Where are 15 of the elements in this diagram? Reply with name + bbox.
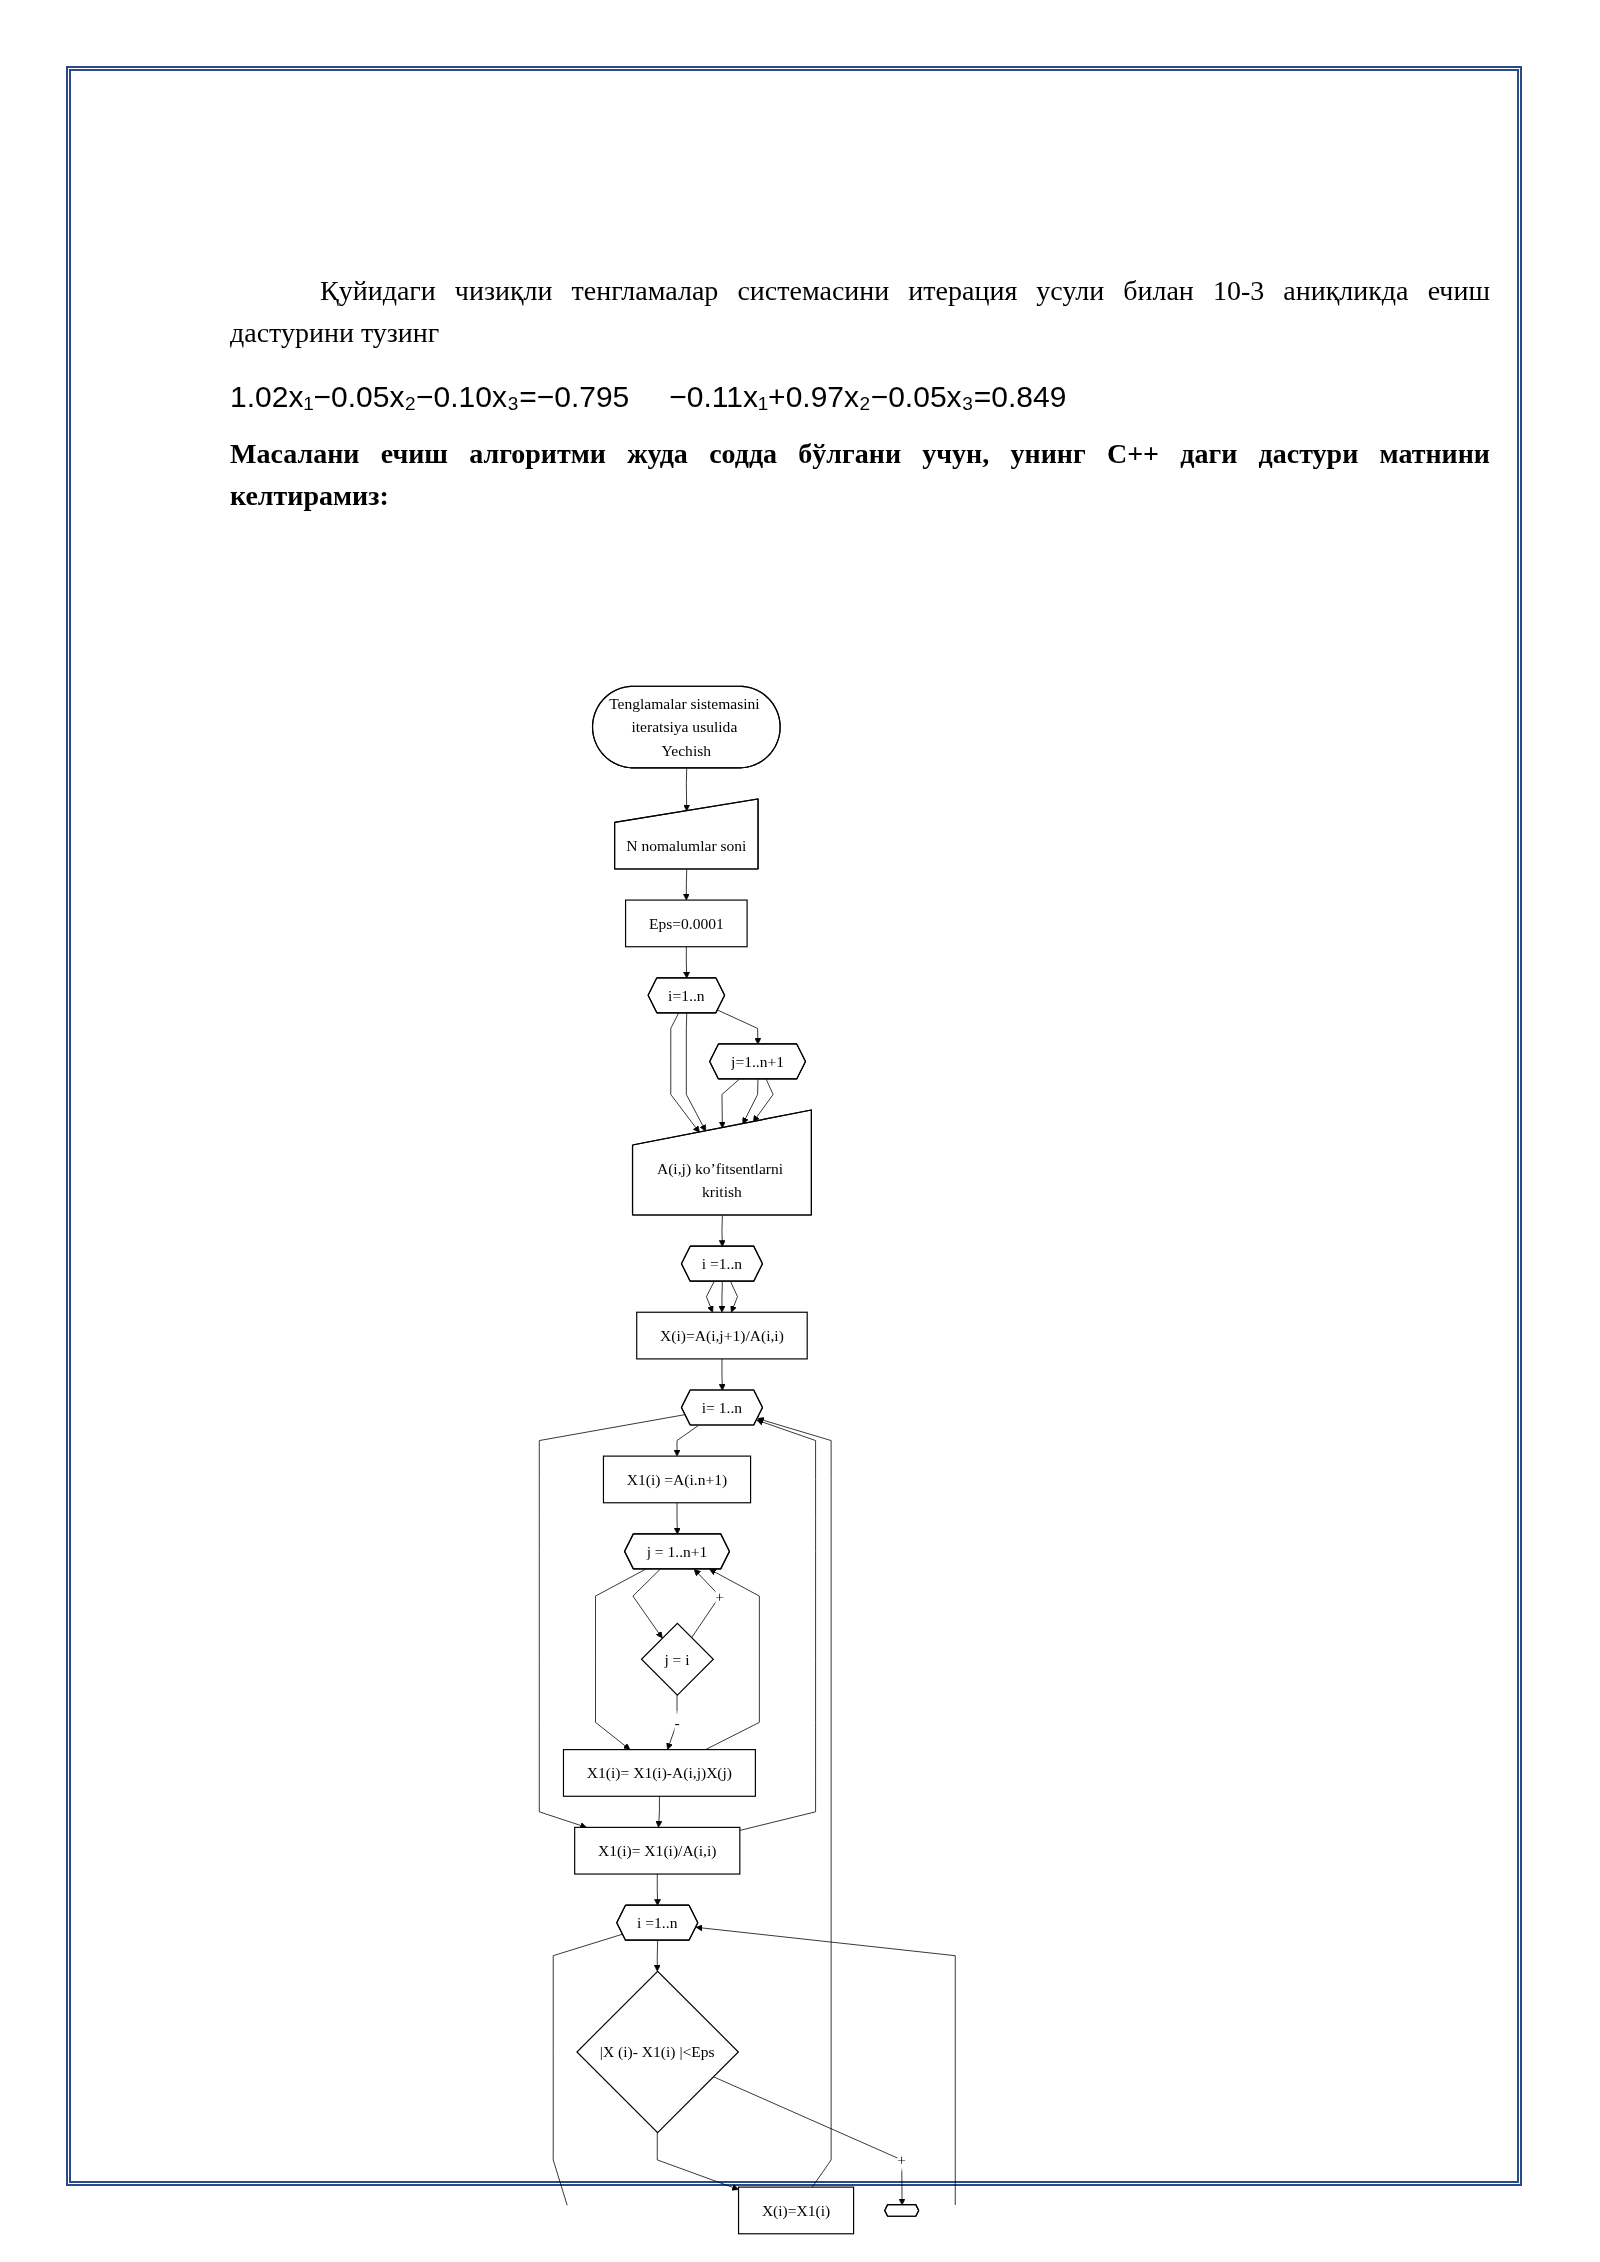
task-paragraph: Қуйидаги чизиқли тенгламалар системасини итерация усули билан 10-3 аниқликда ечиш дастурини тузинг (230, 274, 1490, 350)
edge-label: - (674, 1713, 680, 1731)
node-box: X1(i) =A(i.n+1) (602, 1455, 752, 1504)
node-diamond: |X (i)- X1(i) |<Eps (576, 1970, 740, 2134)
equation: 1.02x₁−0.05x₂−0.10x₃=−0.795 (230, 379, 630, 415)
edge-label: + (715, 1587, 725, 1605)
node-box: X(i)=X1(i) (737, 2186, 855, 2235)
node-box: Eps=0.0001 (625, 899, 748, 948)
equation: −0.11x₁+0.97x₂−0.05x₃=0.849 (669, 379, 1067, 415)
node-box: X1(i)= X1(i)-A(i,j)X(j) (562, 1749, 756, 1797)
node-box: X1(i)= X1(i)/A(i,i) (574, 1826, 741, 1875)
node-box: X(i)=A(i,j+1)/A(i,i) (636, 1311, 808, 1360)
node-diamond: j = i (640, 1622, 715, 1696)
intro-paragraph: Масалани ечиш алгоритми жуда содда бўлгани учун, унинг C++ даги дастури матнини келтирамиз: (230, 437, 1490, 513)
edge-label: + (897, 2151, 907, 2169)
